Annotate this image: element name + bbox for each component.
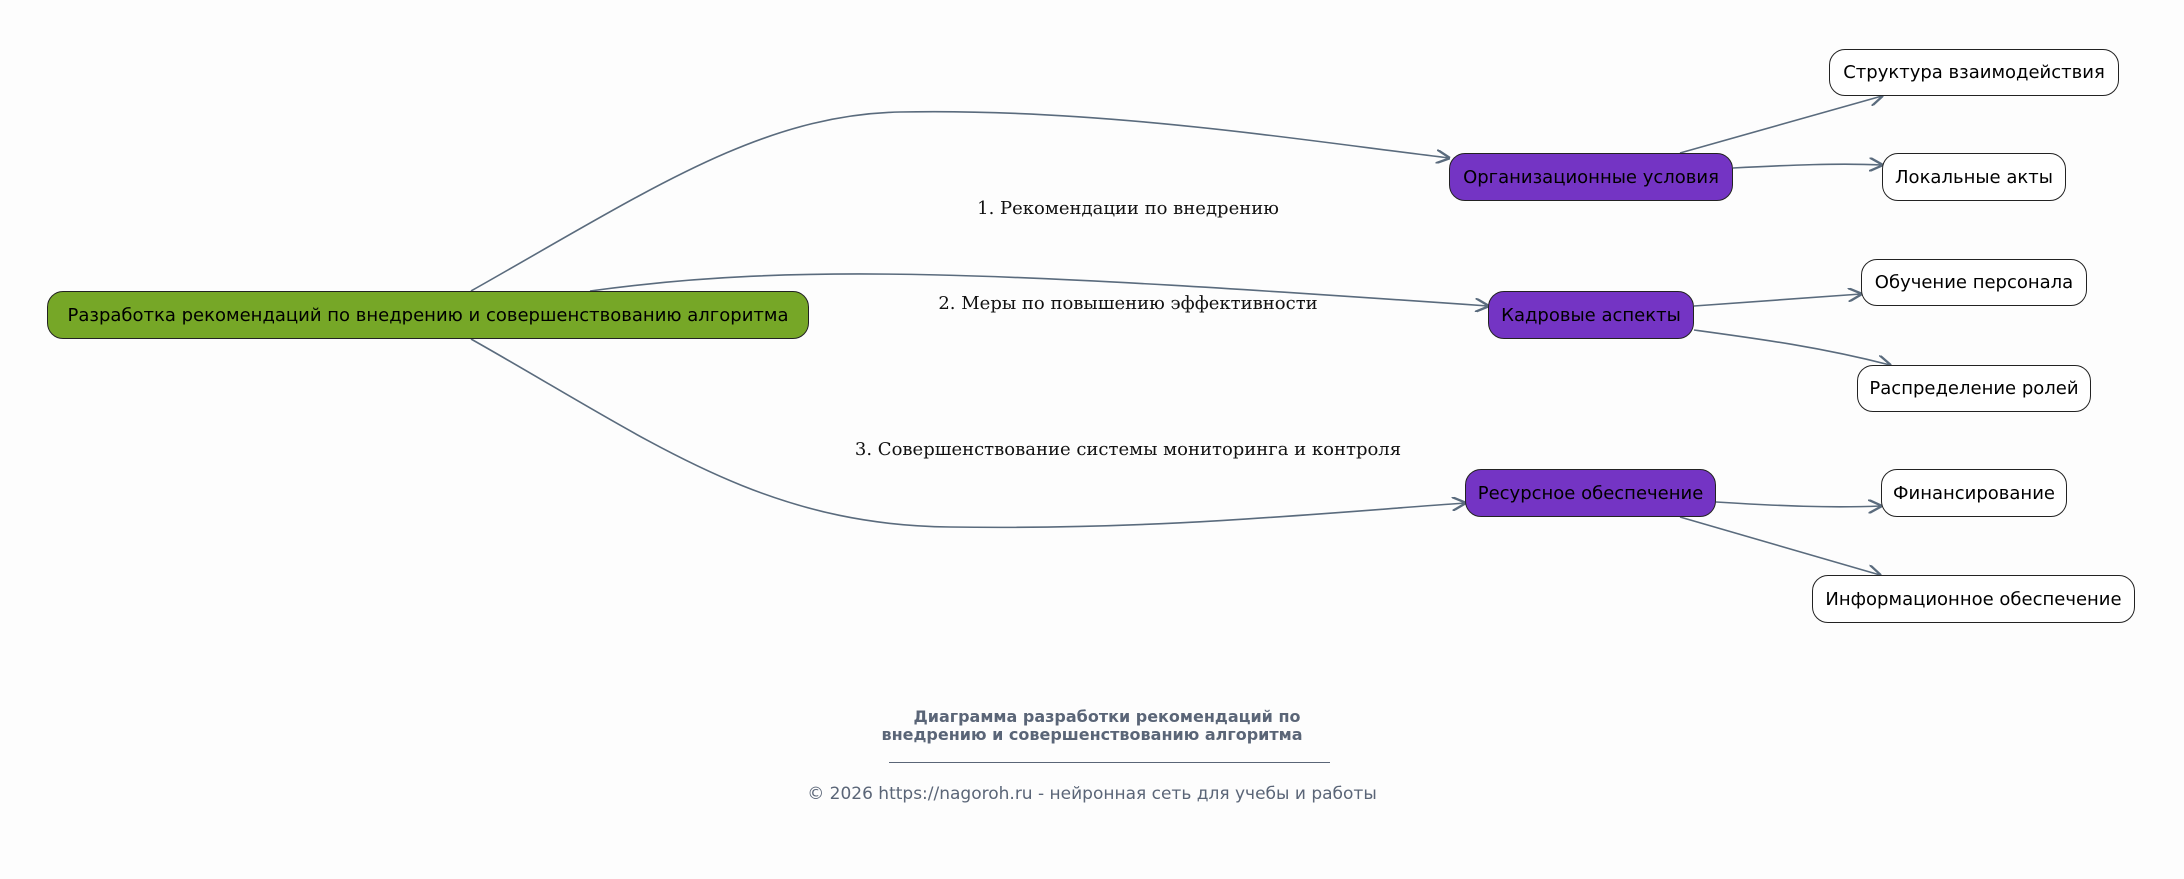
leaf-node-inform[interactable]: Информационное обеспечение: [1812, 575, 2135, 623]
edge-label-1: 1. Рекомендации по внедрению: [977, 198, 1279, 219]
leaf-label: Распределение ролей: [1869, 378, 2079, 399]
copyright-text: © 2026 https://nagoroh.ru - нейронная се…: [807, 784, 1377, 804]
edge-res-inform: [1679, 516, 1880, 575]
branch-label: Организационные условия: [1463, 166, 1719, 188]
caption-title-line2: внедрению и совершенствованию алгоритма: [881, 725, 1303, 744]
leaf-node-struct[interactable]: Структура взаимодействия: [1829, 49, 2119, 96]
leaf-label: Локальные акты: [1895, 166, 2053, 188]
branch-node-kadr[interactable]: Кадровые аспекты: [1488, 291, 1694, 339]
leaf-label: Структура взаимодействия: [1843, 62, 2105, 83]
leaf-label: Информационное обеспечение: [1825, 588, 2122, 610]
root-node-label: Разработка рекомендаций по внедрению и с…: [67, 304, 789, 326]
edge-org-lokal: [1732, 164, 1882, 168]
branch-label: Кадровые аспекты: [1501, 304, 1681, 326]
leaf-node-fin[interactable]: Финансирование: [1881, 469, 2067, 517]
branch-label: Ресурсное обеспечение: [1477, 482, 1704, 504]
leaf-label: Обучение персонала: [1874, 272, 2074, 293]
branch-node-org[interactable]: Организационные условия: [1449, 153, 1733, 201]
edge-kadr-obuch: [1693, 294, 1861, 307]
leaf-node-obuch[interactable]: Обучение персонала: [1861, 259, 2087, 306]
leaf-node-raspr[interactable]: Распределение ролей: [1857, 365, 2091, 412]
root-node[interactable]: Разработка рекомендаций по внедрению и с…: [47, 291, 809, 339]
edge-root-kadr: [589, 273, 1488, 306]
caption-title-line1: Диаграмма разработки рекомендаций по: [913, 707, 1301, 726]
edge-root-org: [470, 110, 1449, 292]
leaf-node-lokal[interactable]: Локальные акты: [1882, 153, 2066, 201]
edge-label-2: 2. Меры по повышению эффективности: [938, 293, 1318, 314]
edge-kadr-raspr: [1693, 329, 1890, 365]
edge-org-struct: [1679, 96, 1882, 154]
leaf-label: Финансирование: [1893, 482, 2055, 504]
edge-label-3: 3. Совершенствование системы мониторинга…: [854, 439, 1402, 460]
edge-root-res: [470, 338, 1465, 529]
caption-divider: [889, 762, 1330, 763]
edge-res-fin: [1715, 502, 1881, 507]
branch-node-res[interactable]: Ресурсное обеспечение: [1465, 469, 1716, 517]
